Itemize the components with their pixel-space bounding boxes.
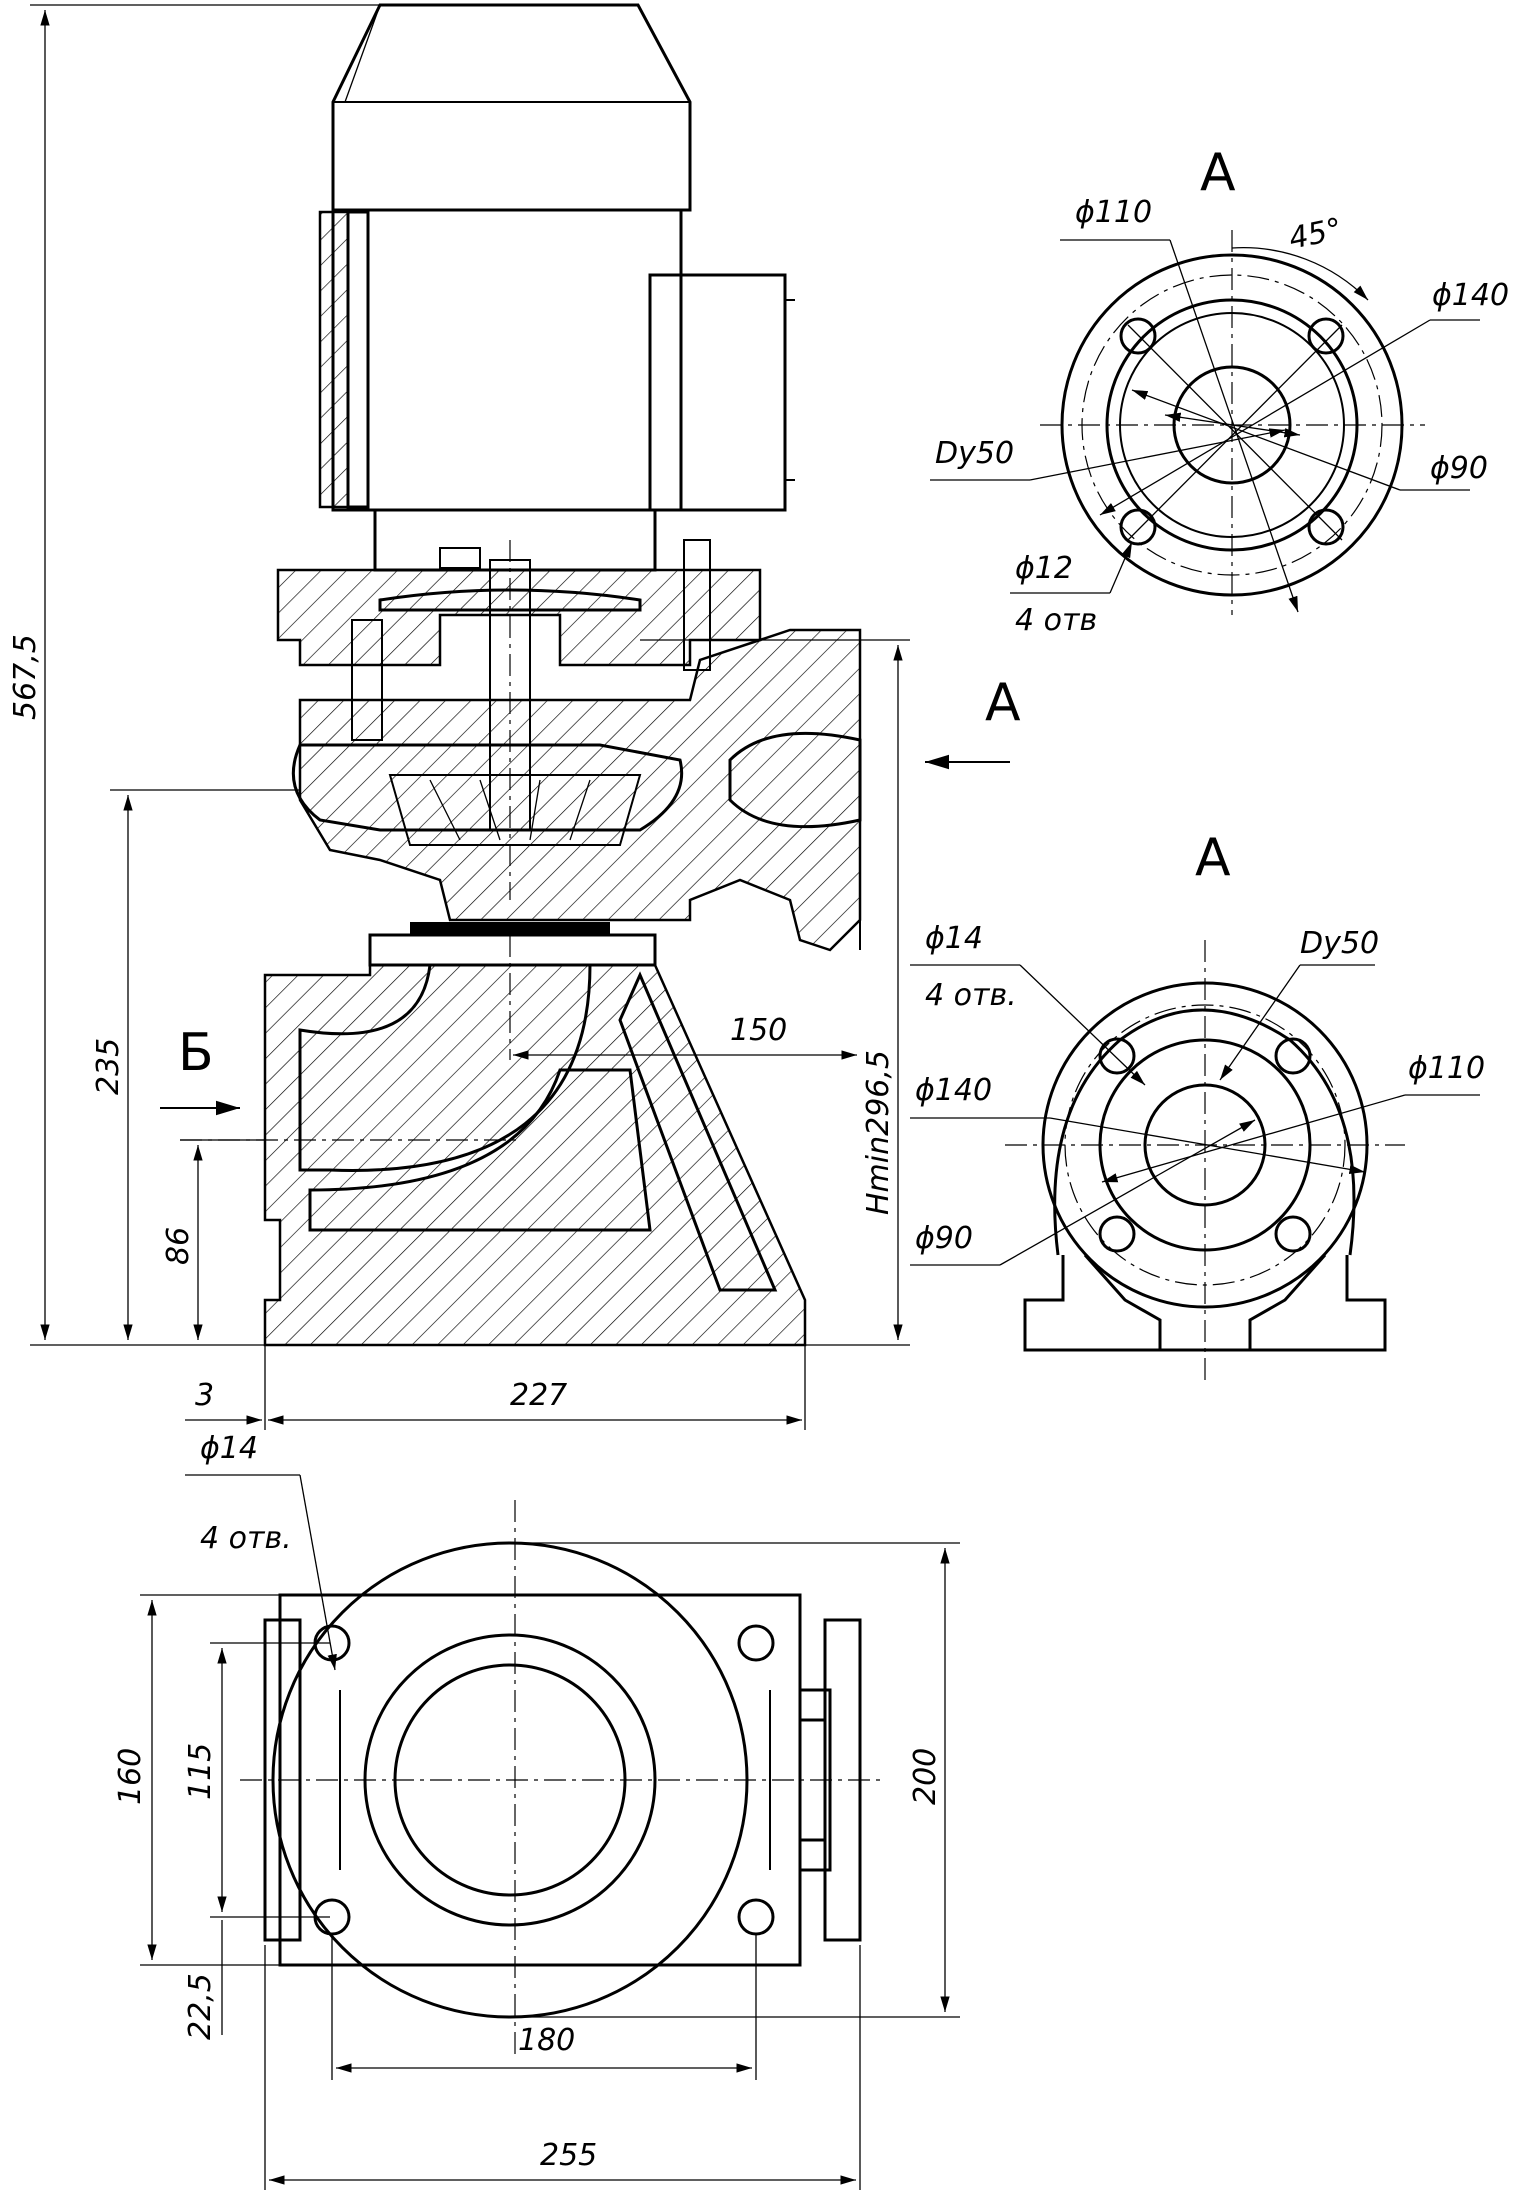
bot-180: 180 (518, 2023, 575, 2058)
mid-dy50: Dy50 (1300, 926, 1379, 961)
view-a-top-flange: А ϕ110 45° ϕ140 Dy50 ϕ90 ϕ12 4 отв (930, 143, 1509, 638)
dim-3: 3 (195, 1378, 214, 1413)
top-dy50: Dy50 (935, 436, 1014, 471)
arrow-label-a: А (985, 673, 1021, 733)
bot-115: 115 (183, 1743, 218, 1800)
arrow-label-b: Б (178, 1023, 214, 1083)
dim-150: 150 (730, 1013, 787, 1048)
bot-160: 160 (113, 1748, 148, 1805)
top-angle: 45° (1286, 212, 1345, 257)
dim-227: 227 (510, 1378, 567, 1413)
view-a-mid-flange: А ϕ14 4 отв. Dy50 ϕ140 ϕ110 ϕ90 (910, 828, 1485, 1380)
view-a-mid-title: А (1195, 828, 1231, 888)
mid-d90: ϕ90 (915, 1221, 973, 1256)
top-d110: ϕ110 (1075, 195, 1152, 230)
plan-view-dimensions: ϕ14 4 отв. 160 115 22,5 200 180 255 (113, 1431, 960, 2190)
mid-d14: ϕ14 (925, 921, 983, 956)
mid-d140: ϕ140 (915, 1073, 992, 1108)
bot-200: 200 (908, 1748, 943, 1805)
bot-225: 22,5 (183, 1973, 218, 2040)
side-view (180, 3, 862, 1347)
dim-86: 86 (161, 1227, 196, 1265)
bot-d14: ϕ14 (200, 1431, 258, 1466)
mid-holes: 4 отв. (925, 978, 1017, 1013)
side-view-dimensions: 567,5 235 86 3 227 150 Hmin296,5 А Б (8, 4, 1021, 1430)
top-d140: ϕ140 (1432, 278, 1509, 313)
top-d12: ϕ12 (1015, 551, 1073, 586)
dim-235: 235 (91, 1038, 126, 1095)
view-a-top-title: А (1200, 143, 1236, 203)
dim-total-height: 567,5 (8, 634, 43, 720)
top-d90: ϕ90 (1430, 451, 1488, 486)
bot-255: 255 (540, 2138, 597, 2173)
bot-holes: 4 отв. (200, 1521, 292, 1556)
mid-d110: ϕ110 (1408, 1051, 1485, 1086)
plan-view (240, 1500, 880, 2060)
top-holes: 4 отв (1015, 603, 1097, 638)
dim-hmin: Hmin296,5 (861, 1050, 896, 1215)
